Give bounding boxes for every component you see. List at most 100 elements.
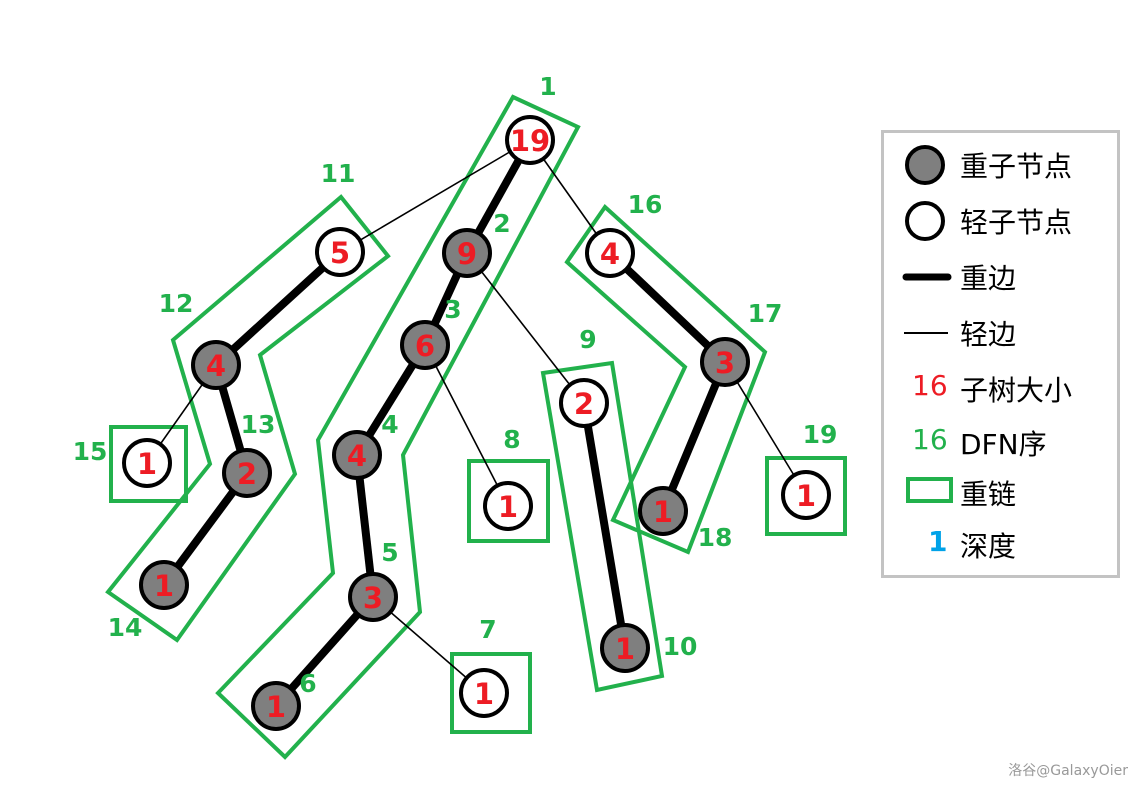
subtree-size-label: 19	[510, 124, 550, 158]
heavy-node	[222, 448, 272, 498]
dfn-label: 5	[381, 538, 398, 567]
legend-dfn: 16 DFN序	[884, 417, 1114, 467]
legend-depth-label: 深度	[960, 530, 1017, 563]
subtree-size-label: 1	[498, 490, 518, 524]
single-node-chain-box	[467, 459, 550, 543]
subtree-size-label: 2	[237, 457, 257, 491]
light-node	[122, 438, 172, 488]
subtree-size-label: 1	[653, 495, 673, 529]
light-node	[505, 115, 555, 165]
single-node-chain-box	[450, 652, 532, 734]
legend-depth: 1 深度	[884, 519, 1114, 569]
heavy-node	[191, 340, 241, 390]
depth-sample: 1	[928, 525, 948, 558]
light-edge	[466, 252, 585, 404]
heavy-chain-outline	[564, 203, 768, 555]
heavy-edge	[607, 250, 728, 365]
heavy-chain-icon	[906, 477, 953, 503]
light-edge	[339, 139, 531, 253]
light-edge	[424, 344, 509, 507]
legend-light-node: 轻子节点	[884, 195, 1114, 245]
dfn-label: 18	[698, 523, 733, 552]
subtree-size-label: 9	[457, 237, 477, 271]
dfn-label: 17	[748, 299, 783, 328]
dfn-label: 2	[493, 209, 510, 238]
subtree-size-label: 1	[137, 447, 157, 481]
heavy-edge	[580, 402, 629, 649]
light-edge	[724, 361, 807, 496]
heavy-node	[700, 337, 750, 387]
heavy-node	[442, 228, 492, 278]
legend-heavy-node-label: 重子节点	[960, 150, 1073, 183]
subtree-size-label: 1	[154, 569, 174, 603]
heavy-node	[400, 320, 450, 370]
legend-subtree-size: 16 子树大小	[884, 363, 1114, 413]
light-edge-icon	[904, 332, 948, 334]
heavy-node	[638, 486, 688, 536]
heavy-edge	[659, 360, 729, 513]
dfn-label: 10	[663, 632, 698, 661]
heavy-edge	[213, 249, 343, 368]
size-sample: 16	[912, 369, 948, 402]
subtree-size-label: 4	[347, 439, 367, 473]
dfn-label: 8	[503, 425, 520, 454]
subtree-size-label: 1	[796, 479, 816, 513]
dfn-label: 14	[108, 613, 143, 642]
dfn-label: 11	[321, 159, 356, 188]
legend-heavy-node: 重子节点	[884, 139, 1114, 189]
legend-light-edge: 轻边	[884, 307, 1114, 357]
legend: 重子节点 轻子节点 重边 轻边 16 子树大小 16 DFN序 重链 1 深度	[881, 130, 1120, 578]
subtree-size-label: 2	[574, 387, 594, 421]
light-node	[585, 228, 635, 278]
legend-heavy-edge: 重边	[884, 251, 1114, 301]
legend-size-label: 子树大小	[960, 374, 1073, 407]
dfn-label: 3	[444, 295, 461, 324]
legend-dfn-label: DFN序	[960, 428, 1047, 461]
dfn-label: 12	[159, 289, 194, 318]
subtree-size-label: 3	[363, 581, 383, 615]
heavy-node	[348, 572, 398, 622]
heavy-node	[251, 681, 301, 731]
light-node	[781, 470, 831, 520]
heavy-node	[600, 623, 650, 673]
legend-heavy-edge-label: 重边	[960, 262, 1017, 295]
subtree-size-label: 1	[615, 632, 635, 666]
legend-light-node-label: 轻子节点	[960, 206, 1073, 239]
dfn-label: 13	[241, 410, 276, 439]
heavy-edge-icon	[902, 273, 952, 281]
legend-chain-label: 重链	[960, 478, 1017, 511]
single-node-chain-box	[109, 425, 188, 503]
dfn-label: 19	[803, 420, 838, 449]
dfn-label: 15	[73, 437, 108, 466]
single-node-chain-box	[765, 456, 847, 536]
heavy-chain-outline	[215, 94, 581, 760]
dfn-label: 16	[628, 190, 663, 219]
subtree-size-label: 3	[715, 346, 735, 380]
light-node	[315, 227, 365, 277]
watermark: 洛谷@GalaxyOier	[1008, 763, 1128, 779]
legend-light-edge-label: 轻边	[960, 318, 1017, 351]
subtree-size-label: 4	[206, 349, 226, 383]
dfn-label: 1	[539, 72, 556, 101]
subtree-size-label: 4	[600, 237, 620, 271]
subtree-size-label: 5	[330, 236, 350, 270]
light-node	[483, 481, 533, 531]
heavy-chain-outline	[105, 194, 391, 643]
dfn-sample: 16	[912, 423, 948, 456]
dfn-label: 9	[579, 325, 596, 354]
dfn-label: 6	[299, 669, 316, 698]
dfn-label: 7	[479, 615, 496, 644]
heavy-chain-outline	[540, 360, 665, 693]
heavy-node	[139, 560, 189, 610]
heavy-node-icon	[905, 145, 945, 185]
light-node	[559, 378, 609, 428]
legend-heavy-chain: 重链	[884, 467, 1114, 517]
light-node	[459, 668, 509, 718]
heavy-node	[332, 430, 382, 480]
subtree-size-label: 1	[474, 677, 494, 711]
subtree-size-label: 6	[415, 329, 435, 363]
dfn-label: 4	[381, 410, 398, 439]
subtree-size-label: 1	[266, 690, 286, 724]
